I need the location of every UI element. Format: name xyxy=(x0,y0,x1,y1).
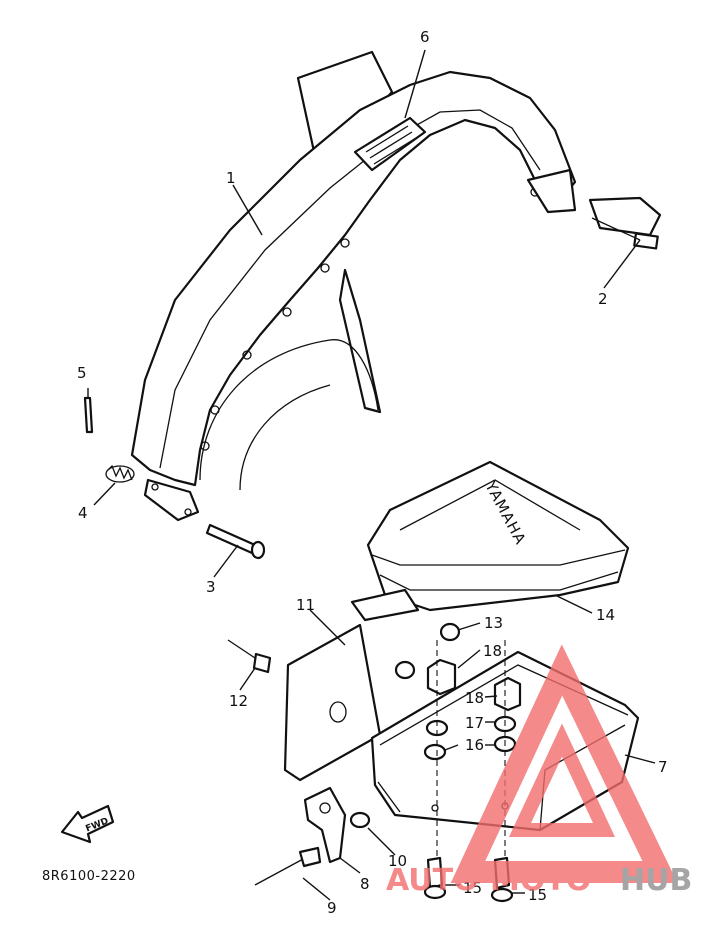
grommet-13 xyxy=(439,622,461,642)
watermark-text-moto: MOTO xyxy=(490,863,591,898)
callout-labels: 1 2 3 4 5 6 7 8 9 10 11 12 13 14 15 15 1… xyxy=(77,28,668,917)
callout-18-upper: 18 xyxy=(483,642,502,660)
callout-15-left: 15 xyxy=(463,879,482,897)
fender-base-bracket xyxy=(143,478,200,522)
callout-4: 4 xyxy=(78,504,88,522)
pivot-pin xyxy=(205,523,266,560)
callout-18-lower: 18 xyxy=(465,689,484,707)
callout-17: 17 xyxy=(465,714,484,732)
callout-13: 13 xyxy=(484,614,503,632)
callout-14: 14 xyxy=(596,606,615,624)
watermark-logo: AUTO MOTO HUB xyxy=(386,644,692,898)
washer-10 xyxy=(349,811,371,829)
bolt-15-left xyxy=(423,856,447,900)
callout-15-right: 15 xyxy=(528,886,547,904)
grommet-left xyxy=(394,660,416,680)
damper-18-upper xyxy=(426,658,457,696)
callout-16: 16 xyxy=(465,736,484,754)
callout-8: 8 xyxy=(360,875,370,893)
screw-9 xyxy=(254,846,322,886)
callout-9: 9 xyxy=(327,899,337,917)
fwd-arrow-icon: FWD xyxy=(60,804,115,844)
callout-10: 10 xyxy=(388,852,407,870)
watermark-text-hub: HUB xyxy=(620,863,692,898)
callout-12: 12 xyxy=(229,692,248,710)
spring xyxy=(105,464,135,483)
callout-6: 6 xyxy=(420,28,430,46)
cotter-pin xyxy=(83,396,94,434)
callout-7: 7 xyxy=(658,758,668,776)
leader-lines xyxy=(87,49,656,901)
rear-fender xyxy=(130,50,577,491)
callout-2: 2 xyxy=(598,290,608,308)
mud-flap xyxy=(588,196,662,250)
cover-plate xyxy=(283,623,382,782)
screw-12 xyxy=(227,639,272,674)
damper-18-lower xyxy=(493,676,522,712)
callout-3: 3 xyxy=(206,578,216,596)
callout-1: 1 xyxy=(226,169,236,187)
callout-5: 5 xyxy=(77,364,87,382)
battery-cover xyxy=(350,460,630,622)
callout-11: 11 xyxy=(296,596,315,614)
diagram-part-code: 8R6100-2220 xyxy=(42,869,136,884)
watermark-text-auto: AUTO xyxy=(386,863,479,898)
warning-decal xyxy=(353,116,427,172)
clamp-8 xyxy=(303,786,347,864)
washer-16 xyxy=(423,735,517,761)
